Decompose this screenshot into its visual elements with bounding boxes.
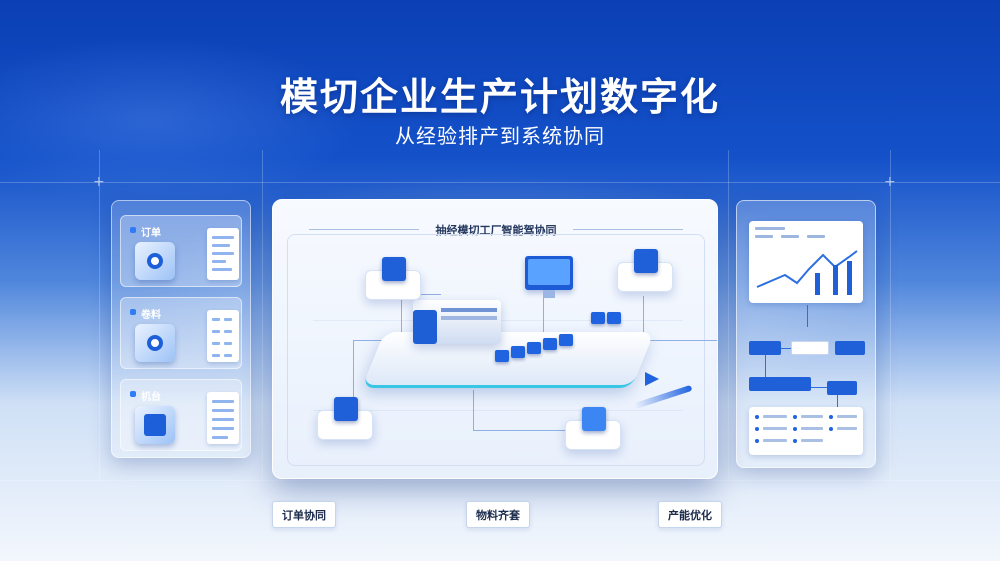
order-card-label: 订单 xyxy=(141,228,161,239)
warehouse-node[interactable] xyxy=(365,257,421,300)
product-block-icon xyxy=(559,334,573,346)
product-block-icon xyxy=(543,338,557,350)
divider xyxy=(573,229,683,230)
flow-step-box[interactable] xyxy=(835,341,865,355)
left-input-panel: 订单 卷料 机台 xyxy=(111,200,251,458)
flow-connector xyxy=(765,355,766,377)
guide-line xyxy=(890,150,891,480)
product-block-icon xyxy=(495,350,509,362)
connector-line xyxy=(543,298,544,338)
flow-step-box[interactable] xyxy=(749,377,811,391)
guide-line xyxy=(0,182,1000,183)
flow-connector xyxy=(781,348,791,349)
factory-frame xyxy=(287,234,705,466)
play-arrow-icon xyxy=(645,372,659,386)
monitor-icon[interactable] xyxy=(525,256,573,298)
coil-icon xyxy=(135,324,175,362)
connector-line xyxy=(401,294,402,340)
flow-step-box[interactable] xyxy=(791,341,829,355)
flow-step-box[interactable] xyxy=(749,341,781,355)
guide-line xyxy=(0,480,1000,481)
product-block-icon xyxy=(511,346,525,358)
guide-line xyxy=(728,150,729,480)
storage-node[interactable] xyxy=(565,407,621,450)
flow-connector xyxy=(811,387,827,388)
guide-line xyxy=(262,150,263,480)
flow-connector xyxy=(807,305,808,327)
grid-line xyxy=(313,410,683,411)
schedule-list-card[interactable] xyxy=(749,407,863,455)
connector-line xyxy=(401,294,441,295)
connector-line xyxy=(645,340,717,341)
right-dashboard-panel xyxy=(736,200,876,468)
connector-line xyxy=(353,340,393,341)
material-card-label: 卷料 xyxy=(141,310,161,321)
trend-chart-card[interactable] xyxy=(749,221,863,303)
grid-sheet-icon xyxy=(207,310,239,362)
guide-line xyxy=(99,150,100,480)
connector-line xyxy=(473,390,474,430)
page-title: 模切企业生产计划数字化 xyxy=(279,75,720,119)
control-cabinet-node[interactable] xyxy=(317,397,373,440)
divider xyxy=(309,229,419,230)
stacked-blocks-icon xyxy=(607,312,621,324)
material-card[interactable]: 卷料 xyxy=(120,297,242,369)
machine-card[interactable]: 机台 xyxy=(120,379,242,451)
machine-icon xyxy=(135,406,175,444)
factory-overview-panel: 抽经模切工厂智能驾协同 xyxy=(272,199,718,479)
flow-step-box[interactable] xyxy=(827,381,857,395)
bullet-icon xyxy=(130,309,136,315)
connector-line xyxy=(473,430,573,431)
die-cutting-machine-icon[interactable] xyxy=(413,300,501,344)
tag-order-collaboration[interactable]: 订单协同 xyxy=(272,501,336,528)
flow-connector xyxy=(837,395,838,407)
tag-capacity-optimization[interactable]: 产能优化 xyxy=(658,501,722,528)
crosshair-icon: + xyxy=(93,174,105,190)
server-node[interactable] xyxy=(617,249,673,292)
roll-icon xyxy=(135,242,175,280)
stacked-blocks-icon xyxy=(591,312,605,324)
crosshair-icon: + xyxy=(884,174,896,190)
connector-line xyxy=(643,296,644,340)
machine-card-label: 机台 xyxy=(141,392,161,403)
list-sheet-icon xyxy=(207,392,239,444)
document-icon xyxy=(207,228,239,280)
line-chart-icon xyxy=(756,250,858,295)
tag-material-kitting[interactable]: 物料齐套 xyxy=(466,501,530,528)
connector-line xyxy=(353,340,354,400)
product-block-icon xyxy=(527,342,541,354)
order-card[interactable]: 订单 xyxy=(120,215,242,287)
factory-title: 抽经模切工厂智能驾协同 xyxy=(435,224,557,237)
bullet-icon xyxy=(130,391,136,397)
page-subtitle: 从经验排产到系统协同 xyxy=(395,124,605,148)
bullet-icon xyxy=(130,227,136,233)
